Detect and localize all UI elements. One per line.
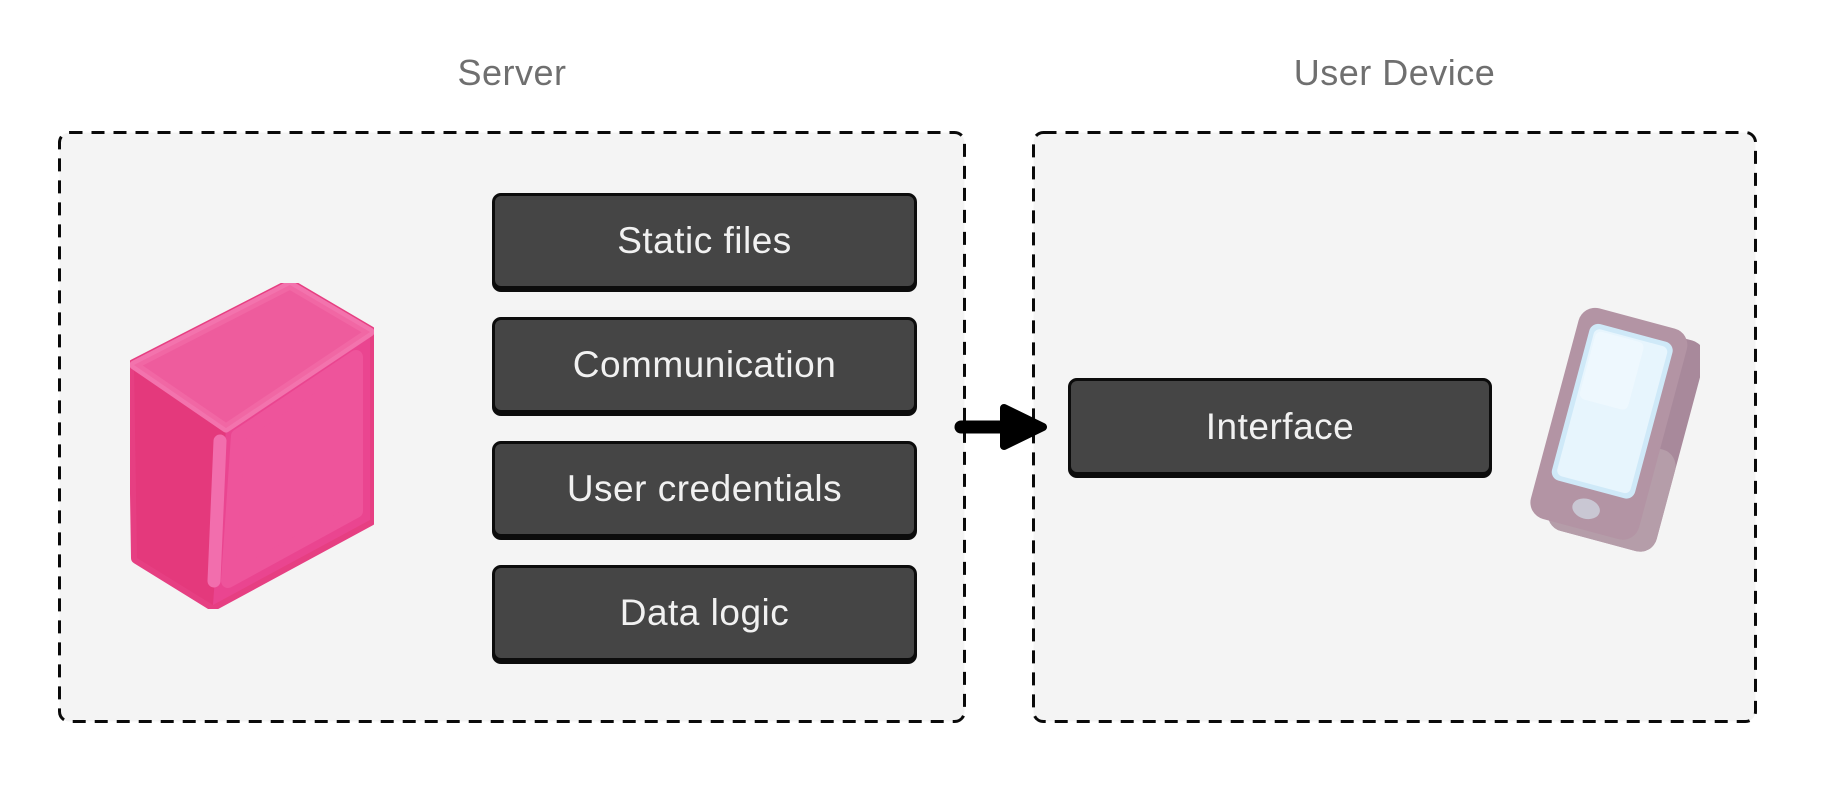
node-user-credentials: User credentials: [492, 441, 917, 537]
server-to-device-arrow-icon: [954, 404, 1047, 450]
node-data-logic: Data logic: [492, 565, 917, 661]
node-communication: Communication: [492, 317, 917, 413]
node-interface: Interface: [1068, 378, 1492, 475]
node-interface-label: Interface: [1205, 405, 1355, 447]
node-communication-label: Communication: [572, 344, 837, 385]
server-group-title: Server: [457, 52, 567, 93]
node-user-credentials-label: User credentials: [566, 468, 843, 509]
node-data-logic-label: Data logic: [619, 592, 790, 633]
server-cube-icon: [130, 283, 374, 609]
node-static-files-label: Static files: [617, 220, 792, 261]
tablet-icon: [1530, 307, 1700, 552]
user-device-group-title: User Device: [1293, 52, 1496, 93]
node-static-files: Static files: [492, 193, 917, 289]
